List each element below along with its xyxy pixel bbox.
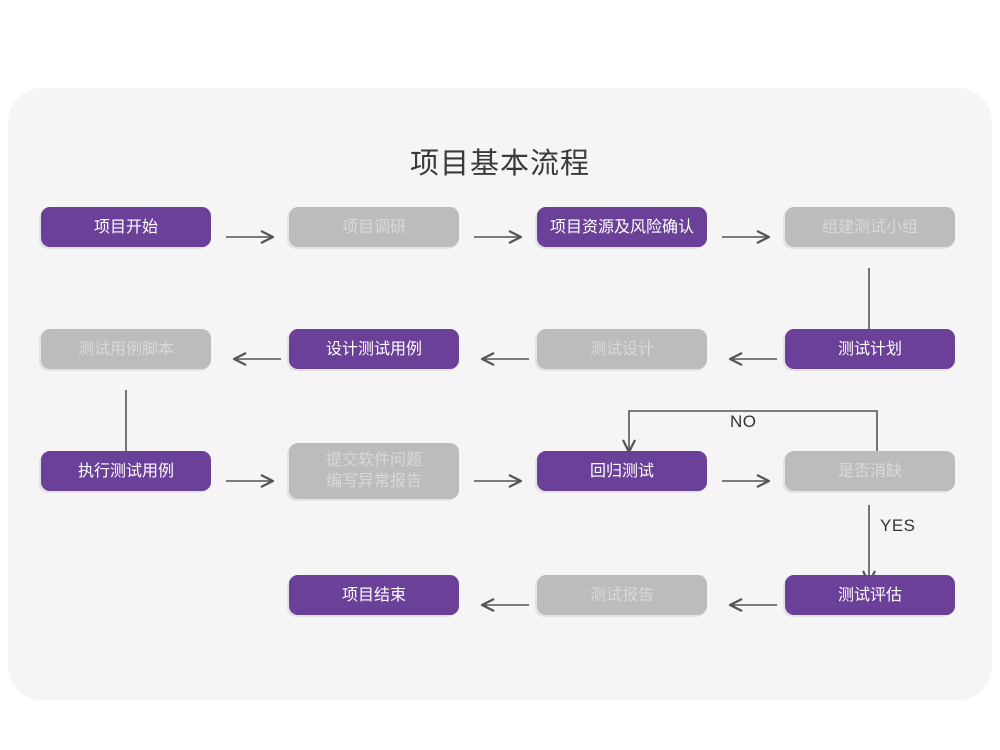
node-label: 项目开始: [93, 218, 158, 236]
node-project-end[interactable]: 项目结束: [289, 575, 459, 615]
node-label: 回归测试: [589, 462, 654, 480]
node-label: 测试报告: [589, 586, 654, 604]
node-project-start[interactable]: 项目开始: [41, 207, 211, 247]
node-test-evaluation[interactable]: 测试评估: [785, 575, 955, 615]
edge-label-yes: YES: [880, 516, 916, 535]
node-form-test-team[interactable]: 组建测试小组: [785, 207, 955, 247]
node-regression-test[interactable]: 回归测试: [537, 451, 707, 491]
page-title: 项目基本流程: [409, 148, 590, 180]
node-label: 提交软件问题 编写异常报告: [325, 452, 422, 490]
node-label: 测试用例脚本: [77, 340, 174, 358]
node-submit-defect-report[interactable]: 提交软件问题 编写异常报告: [289, 443, 459, 499]
node-label: 测试评估: [837, 586, 902, 604]
node-label: 执行测试用例: [77, 462, 174, 480]
node-test-plan[interactable]: 测试计划: [785, 329, 955, 369]
node-project-research[interactable]: 项目调研: [289, 207, 459, 247]
node-defect-resolved-decision[interactable]: 是否消缺: [785, 451, 955, 491]
node-test-case-script[interactable]: 测试用例脚本: [41, 329, 211, 369]
flowchart-card: 项目基本流程: [8, 88, 992, 700]
node-label: 组建测试小组: [821, 218, 918, 236]
node-label: 设计测试用例: [325, 340, 422, 358]
node-label: 是否消缺: [837, 462, 902, 480]
node-label: 项目资源及风险确认: [549, 218, 694, 236]
edge-label-no: NO: [730, 412, 757, 431]
node-label: 项目调研: [341, 218, 406, 236]
node-test-design[interactable]: 测试设计: [537, 329, 707, 369]
node-resource-risk-confirmation[interactable]: 项目资源及风险确认: [537, 207, 707, 247]
node-design-test-case[interactable]: 设计测试用例: [289, 329, 459, 369]
node-label: 测试设计: [589, 340, 654, 358]
node-label: 项目结束: [341, 586, 406, 604]
node-test-report[interactable]: 测试报告: [537, 575, 707, 615]
node-execute-test-case[interactable]: 执行测试用例: [41, 451, 211, 491]
node-label: 测试计划: [837, 340, 902, 358]
